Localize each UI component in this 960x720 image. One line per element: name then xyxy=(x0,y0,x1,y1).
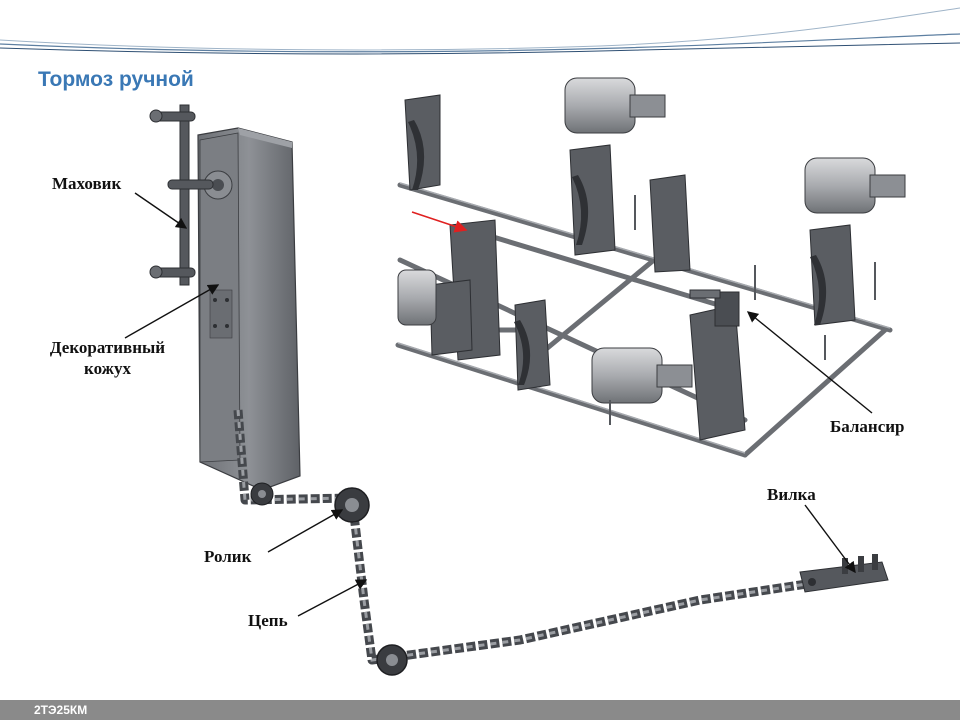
brake-cylinder-4 xyxy=(397,269,437,326)
fork-label: Вилка xyxy=(767,485,816,504)
decorative-cover-label: Декоративный кожух xyxy=(30,337,185,379)
decorative-cover-label-line2: кожух xyxy=(84,359,131,378)
footer-model: 2ТЭ25КМ xyxy=(34,703,88,717)
brake-cylinder-3 xyxy=(591,347,693,404)
pointer-arrow xyxy=(411,211,468,233)
upper-roller xyxy=(334,487,370,523)
handwheel xyxy=(149,104,214,286)
lower-roller xyxy=(376,644,408,676)
decorative-cover-label-line1: Декоративный xyxy=(49,338,166,357)
chain xyxy=(233,409,821,665)
footer-bar: 2ТЭ25КМ xyxy=(0,700,960,720)
bogie-brake-assembly xyxy=(395,77,906,458)
decorative-casing xyxy=(197,127,301,491)
leader-lines xyxy=(124,192,873,617)
chain-label: Цепь xyxy=(248,611,288,630)
handwheel-label: Маховик xyxy=(52,174,122,193)
chain-pulley-bottom xyxy=(250,482,274,506)
balancer-label: Балансир xyxy=(830,417,905,436)
roller-label: Ролик xyxy=(204,547,252,566)
brake-cylinder-2 xyxy=(804,157,906,214)
brake-cylinder-1 xyxy=(564,77,666,134)
fork xyxy=(799,554,889,593)
slide-title: Тормоз ручной xyxy=(38,68,194,91)
header-decoration xyxy=(0,7,960,55)
balancer xyxy=(689,289,740,327)
